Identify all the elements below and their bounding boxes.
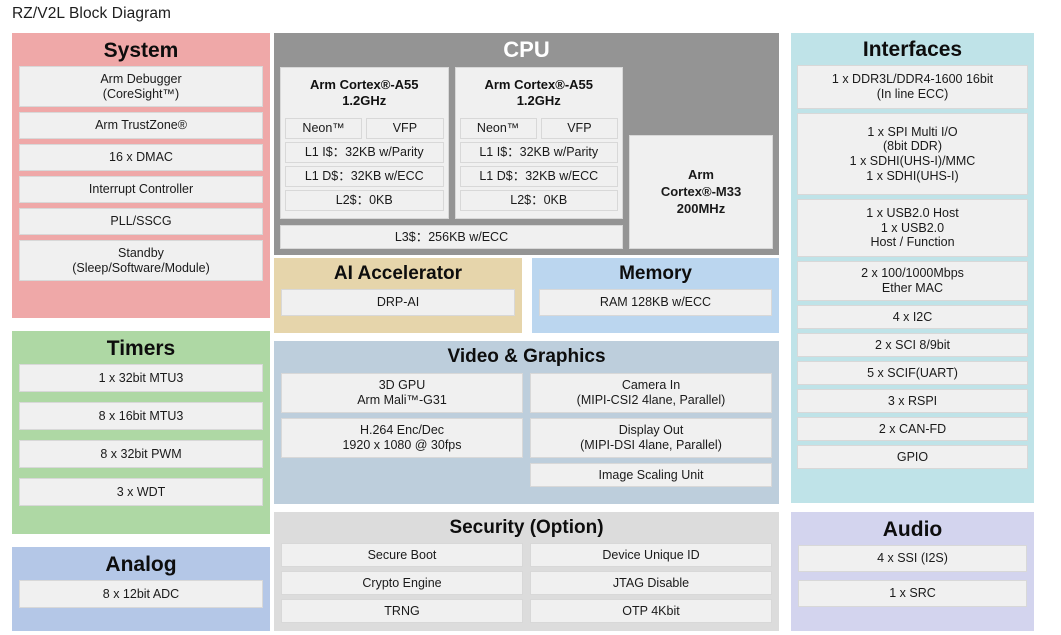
core-1-neon: Neon™ <box>459 117 537 139</box>
block-display-out: Display Out (MIPI-DSI 4lane, Parallel) <box>530 417 772 458</box>
group-analog-items: 8 x 12bit ADC <box>19 580 263 609</box>
group-system-items: Arm Debugger (CoreSight™) Arm TrustZone®… <box>19 66 263 286</box>
group-timers-items: 1 x 32bit MTU3 8 x 16bit MTU3 8 x 32bit … <box>19 364 263 516</box>
block-rspi: 3 x RSPI <box>797 389 1028 414</box>
block-src: 1 x SRC <box>798 580 1027 608</box>
block-drp-ai: DRP-AI <box>281 288 515 316</box>
block-3d-gpu: 3D GPU Arm Mali™-G31 <box>281 372 523 413</box>
block-trng: TRNG <box>281 598 523 623</box>
group-system-title: System <box>103 39 179 62</box>
group-audio-title: Audio <box>882 518 943 541</box>
group-memory-items: RAM 128KB w/ECC <box>539 288 772 316</box>
block-ether-mac: 2 x 100/1000Mbps Ether MAC <box>797 261 1028 302</box>
security-grid: Secure Boot Crypto Engine TRNG Device Un… <box>281 542 772 623</box>
group-memory-title: Memory <box>619 263 692 284</box>
video-left-column: 3D GPU Arm Mali™-G31 H.264 Enc/Dec 1920 … <box>281 372 523 487</box>
block-interrupt-controller: Interrupt Controller <box>19 176 263 204</box>
core-1-l1i: L1 I$：32KB w/Parity <box>459 141 618 163</box>
group-memory: Memory RAM 128KB w/ECC <box>532 258 779 333</box>
group-ai-title: AI Accelerator <box>333 263 463 284</box>
core-0-neon: Neon™ <box>285 117 363 139</box>
block-pll-sscg: PLL/SSCG <box>19 208 263 236</box>
group-security-title: Security (Option) <box>449 517 604 538</box>
core-1-name: Arm Cortex®-A55 1.2GHz <box>484 77 594 109</box>
group-audio-items: 4 x SSI (I2S) 1 x SRC <box>798 545 1027 615</box>
group-cpu-title: CPU <box>503 37 550 62</box>
block-can-fd: 2 x CAN-FD <box>797 417 1028 442</box>
group-timers: Timers 1 x 32bit MTU3 8 x 16bit MTU3 8 x… <box>12 331 270 534</box>
group-ai-accelerator: AI Accelerator DRP-AI <box>274 258 522 333</box>
core-0-l2: L2$：0KB <box>285 189 444 211</box>
block-ssi: 4 x SSI (I2S) <box>798 545 1027 573</box>
cpu-cores: Arm Cortex®-A55 1.2GHz Neon™ VFP L1 I$：3… <box>280 67 623 250</box>
group-system: System Arm Debugger (CoreSight™) Arm Tru… <box>12 33 270 318</box>
block-arm-trustzone: Arm TrustZone® <box>19 112 263 140</box>
group-analog-title: Analog <box>105 553 177 576</box>
group-audio: Audio 4 x SSI (I2S) 1 x SRC <box>791 512 1034 631</box>
core-0-vfp: VFP <box>366 117 444 139</box>
group-security: Security (Option) Secure Boot Crypto Eng… <box>274 512 779 631</box>
block-wdt: 3 x WDT <box>19 478 263 507</box>
block-mtu3-16bit: 8 x 16bit MTU3 <box>19 402 263 431</box>
block-standby: Standby (Sleep/Software/Module) <box>19 240 263 282</box>
block-l3-cache: L3$：256KB w/ECC <box>280 225 623 250</box>
block-device-unique-id: Device Unique ID <box>530 542 772 567</box>
block-h264-codec: H.264 Enc/Dec 1920 x 1080 @ 30fps <box>281 417 523 458</box>
block-arm-debugger: Arm Debugger (CoreSight™) <box>19 66 263 108</box>
block-adc: 8 x 12bit ADC <box>19 580 263 609</box>
group-timers-title: Timers <box>106 337 176 360</box>
block-image-scaling-unit: Image Scaling Unit <box>530 462 772 487</box>
block-scif-uart: 5 x SCIF(UART) <box>797 361 1028 386</box>
block-mtu3-32bit: 1 x 32bit MTU3 <box>19 364 263 393</box>
block-i2c: 4 x I2C <box>797 305 1028 330</box>
block-ddr: 1 x DDR3L/DDR4-1600 16bit (In line ECC) <box>797 65 1028 110</box>
block-cortex-a55-core-0: Arm Cortex®-A55 1.2GHz Neon™ VFP L1 I$：3… <box>280 67 449 220</box>
security-right-column: Device Unique ID JTAG Disable OTP 4Kbit <box>530 542 772 623</box>
core-1-l2: L2$：0KB <box>459 189 618 211</box>
block-gpio: GPIO <box>797 445 1028 470</box>
page-title: RZ/V2L Block Diagram <box>12 5 172 22</box>
block-dmac: 16 x DMAC <box>19 144 263 172</box>
block-otp: OTP 4Kbit <box>530 598 772 623</box>
video-grid: 3D GPU Arm Mali™-G31 H.264 Enc/Dec 1920 … <box>281 372 772 487</box>
group-ai-items: DRP-AI <box>281 288 515 316</box>
core-0-l1i: L1 I$：32KB w/Parity <box>285 141 444 163</box>
core-0-name: Arm Cortex®-A55 1.2GHz <box>309 77 419 109</box>
group-analog: Analog 8 x 12bit ADC <box>12 547 270 631</box>
group-interfaces: Interfaces 1 x DDR3L/DDR4-1600 16bit (In… <box>791 33 1034 503</box>
group-video-title: Video & Graphics <box>447 346 606 367</box>
block-sci: 2 x SCI 8/9bit <box>797 333 1028 358</box>
block-secure-boot: Secure Boot <box>281 542 523 567</box>
group-video-graphics: Video & Graphics 3D GPU Arm Mali™-G31 H.… <box>274 341 779 504</box>
group-interfaces-items: 1 x DDR3L/DDR4-1600 16bit (In line ECC) … <box>797 65 1028 473</box>
block-jtag-disable: JTAG Disable <box>530 570 772 595</box>
core-0-extensions: Neon™ VFP <box>285 117 444 139</box>
block-crypto-engine: Crypto Engine <box>281 570 523 595</box>
block-usb: 1 x USB2.0 Host 1 x USB2.0 Host / Functi… <box>797 199 1028 258</box>
group-interfaces-title: Interfaces <box>862 38 963 61</box>
cpu-cores-row: Arm Cortex®-A55 1.2GHz Neon™ VFP L1 I$：3… <box>280 67 623 220</box>
block-cortex-a55-core-1: Arm Cortex®-A55 1.2GHz Neon™ VFP L1 I$：3… <box>454 67 623 220</box>
video-right-column: Camera In (MIPI-CSI2 4lane, Parallel) Di… <box>530 372 772 487</box>
group-cpu: CPU Arm Cortex®-A55 1.2GHz Neon™ VFP L1 … <box>274 33 779 255</box>
block-ram: RAM 128KB w/ECC <box>539 288 772 316</box>
video-left-spacer <box>281 463 523 487</box>
block-cortex-m33: Arm Cortex®-M33 200MHz <box>629 135 773 250</box>
core-1-extensions: Neon™ VFP <box>459 117 618 139</box>
core-1-l1d: L1 D$：32KB w/ECC <box>459 165 618 187</box>
security-left-column: Secure Boot Crypto Engine TRNG <box>281 542 523 623</box>
cpu-m33-wrap: Arm Cortex®-M33 200MHz <box>629 67 773 250</box>
core-0-l1d: L1 D$：32KB w/ECC <box>285 165 444 187</box>
block-pwm: 8 x 32bit PWM <box>19 440 263 469</box>
cpu-body: Arm Cortex®-A55 1.2GHz Neon™ VFP L1 I$：3… <box>280 67 773 250</box>
block-camera-in: Camera In (MIPI-CSI2 4lane, Parallel) <box>530 372 772 413</box>
block-spi-sdhi: 1 x SPI Multi I/O (8bit DDR) 1 x SDHI(UH… <box>797 113 1028 196</box>
core-1-vfp: VFP <box>540 117 618 139</box>
